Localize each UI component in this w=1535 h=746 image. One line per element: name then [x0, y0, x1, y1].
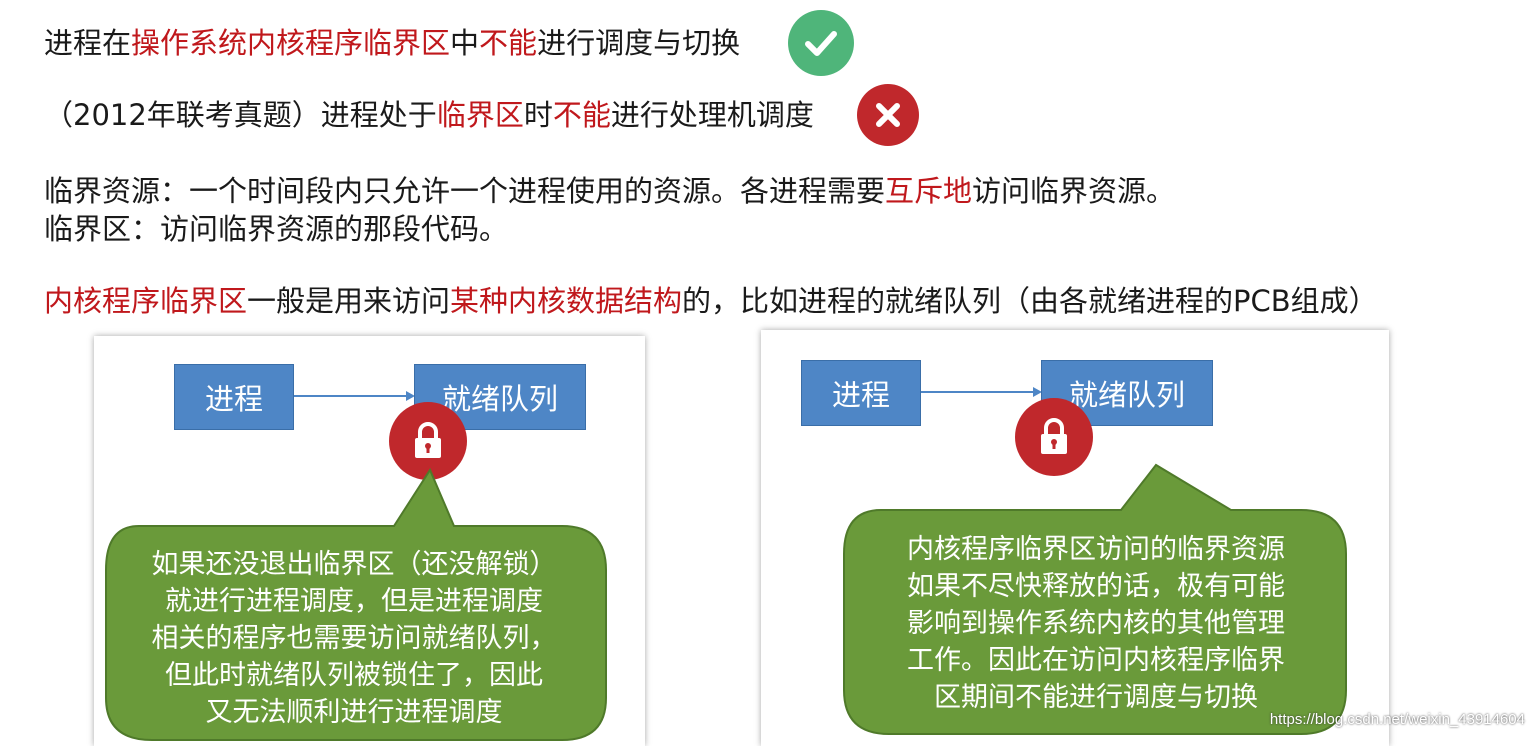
bubble-text: 内核程序临界区访问的临界资源 如果不尽快释放的话，极有可能 影响到操作系统内核的… — [861, 531, 1331, 716]
text: 进程在 — [44, 26, 132, 60]
bubble-line: 区期间不能进行调度与切换 — [934, 682, 1258, 713]
definition-critical-section: 临界区：访问临界资源的那段代码。 — [44, 211, 508, 247]
statement-kernel-critical-section: 内核程序临界区一般是用来访问某种内核数据结构的，比如进程的就绪队列（由各就绪进程… — [44, 283, 1378, 319]
arrow — [921, 387, 1042, 397]
bubble-line: 如果还没退出临界区（还没解锁） — [151, 549, 557, 580]
process-box: 进程 — [801, 360, 921, 426]
process-box: 进程 — [174, 364, 294, 430]
bubble-line: 工作。因此在访问内核程序临界 — [907, 645, 1285, 676]
lock-icon — [389, 402, 467, 480]
bubble-line: 如果不尽快释放的话，极有可能 — [907, 571, 1285, 602]
definition-critical-resource: 临界资源：一个时间段内只允许一个进程使用的资源。各进程需要互斥地访问临界资源。 — [44, 173, 1175, 209]
text: 时 — [523, 98, 553, 132]
highlight: 内核程序临界区 — [44, 284, 248, 318]
bubble-line: 就进行进程调度，但是进程调度 — [165, 586, 543, 617]
check-icon — [788, 10, 854, 76]
statement-1: 进程在操作系统内核程序临界区中不能进行调度与切换 — [44, 25, 740, 61]
highlight: 操作系统内核程序临界区 — [131, 26, 451, 60]
bubble-line: 影响到操作系统内核的其他管理 — [907, 608, 1285, 639]
highlight: 不能 — [552, 98, 611, 132]
text: 一般是用来访问 — [247, 284, 451, 318]
bubble-line: 又无法顺利进行进程调度 — [205, 697, 503, 728]
text: 进行处理机调度 — [610, 98, 814, 132]
bubble-line: 相关的程序也需要访问就绪队列， — [151, 623, 557, 654]
bubble-text: 如果还没退出临界区（还没解锁） 就进行进程调度，但是进程调度 相关的程序也需要访… — [114, 546, 594, 731]
text: 的，比如进程的就绪队列（由各就绪进程的PCB组成） — [682, 284, 1378, 318]
highlight: 临界区 — [436, 98, 524, 132]
arrow — [294, 391, 415, 401]
cross-icon — [857, 84, 919, 146]
highlight: 不能 — [479, 26, 538, 60]
text: 中 — [450, 26, 480, 60]
text: 访问临界资源。 — [972, 174, 1176, 208]
statement-2: （2012年联考真题）进程处于临界区时不能进行处理机调度 — [44, 97, 814, 133]
diagram-right: 进程 就绪队列 内核程序临界区访问的临界资源 如果不尽快释放的话，极有可能 影响… — [761, 330, 1389, 746]
bubble-line: 内核程序临界区访问的临界资源 — [907, 534, 1285, 565]
text: 临界区：访问临界资源的那段代码。 — [44, 212, 509, 246]
text: 临界资源：一个时间段内只允许一个进程使用的资源。各进程需要 — [44, 174, 886, 208]
diagram-left: 进程 就绪队列 如果还没退出临界区（还没解锁） 就进行进程调度，但是进程调度 相… — [94, 336, 645, 746]
text: 进行调度与切换 — [537, 26, 741, 60]
lock-icon — [1015, 398, 1093, 476]
text: （2012年联考真题）进程处于 — [44, 98, 437, 132]
highlight: 互斥地 — [885, 174, 973, 208]
speech-bubble — [843, 463, 1347, 735]
bubble-line: 但此时就绪队列被锁住了，因此 — [165, 660, 543, 691]
watermark: https://blog.csdn.net/weixin_43914604 — [1269, 711, 1525, 728]
highlight: 某种内核数据结构 — [450, 284, 683, 318]
